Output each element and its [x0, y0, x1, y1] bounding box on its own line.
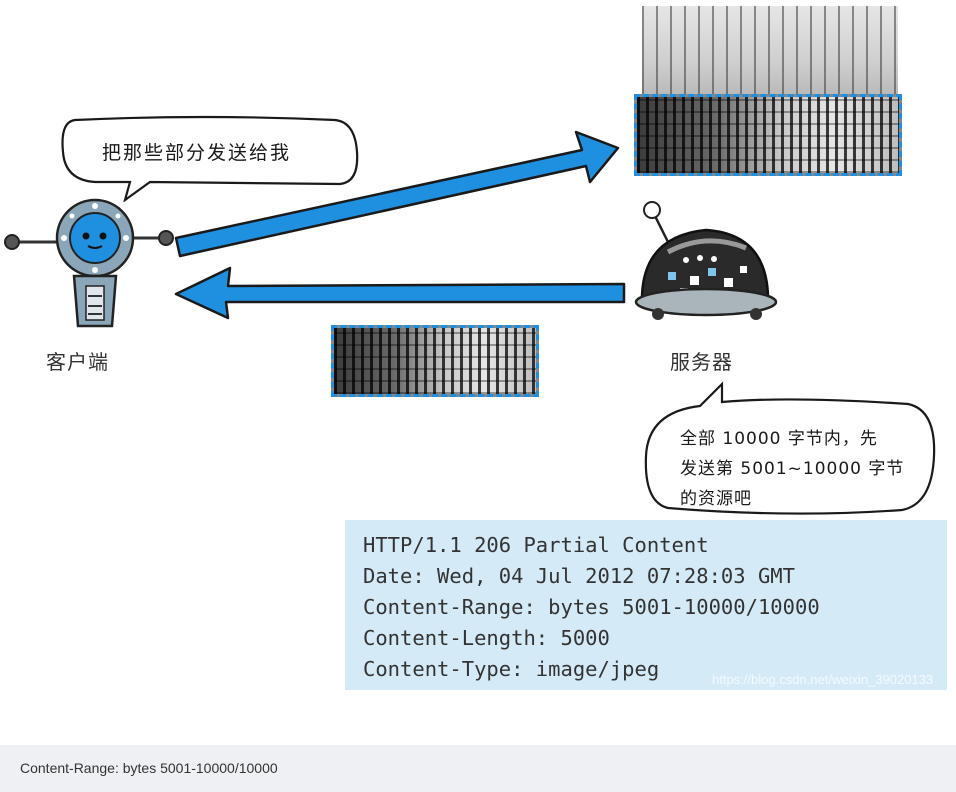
http-response-box: HTTP/1.1 206 Partial Content Date: Wed, … — [345, 520, 947, 690]
server-speech-line-1: 全部 10000 字节内，先 — [680, 429, 878, 449]
server-robot-icon — [634, 201, 778, 320]
content-type-header: Content-Type: image/jpeg — [363, 657, 660, 681]
response-arrow — [174, 266, 626, 320]
content-range-header: Content-Range: bytes 5001-10000/10000 — [363, 595, 820, 619]
date-header: Date: Wed, 04 Jul 2012 07:28:03 GMT — [363, 564, 795, 588]
content-length-header: Content-Length: 5000 — [363, 626, 610, 650]
client-robot-icon — [4, 198, 174, 328]
status-line: HTTP/1.1 206 Partial Content — [363, 533, 709, 557]
server-speech-line-2: 发送第 5001~10000 字节 — [680, 459, 905, 479]
server-label: 服务器 — [670, 350, 733, 374]
server-speech-bubble — [644, 381, 936, 515]
client-speech-bubble — [61, 115, 359, 202]
caption-bar: Content-Range: bytes 5001-10000/10000 — [0, 745, 956, 792]
watermark: https://blog.csdn.net/weixin_39020133 — [712, 672, 934, 687]
caption-text: Content-Range: bytes 5001-10000/10000 — [20, 760, 278, 776]
returned-range-image — [331, 325, 539, 397]
requested-range-image — [634, 94, 902, 176]
server-speech-line-3: 的资源吧 — [680, 489, 752, 509]
full-image-photo — [642, 6, 898, 100]
client-speech-text: 把那些部分发送给我 — [102, 142, 292, 164]
request-arrow — [174, 130, 620, 258]
client-label: 客户端 — [46, 350, 109, 374]
